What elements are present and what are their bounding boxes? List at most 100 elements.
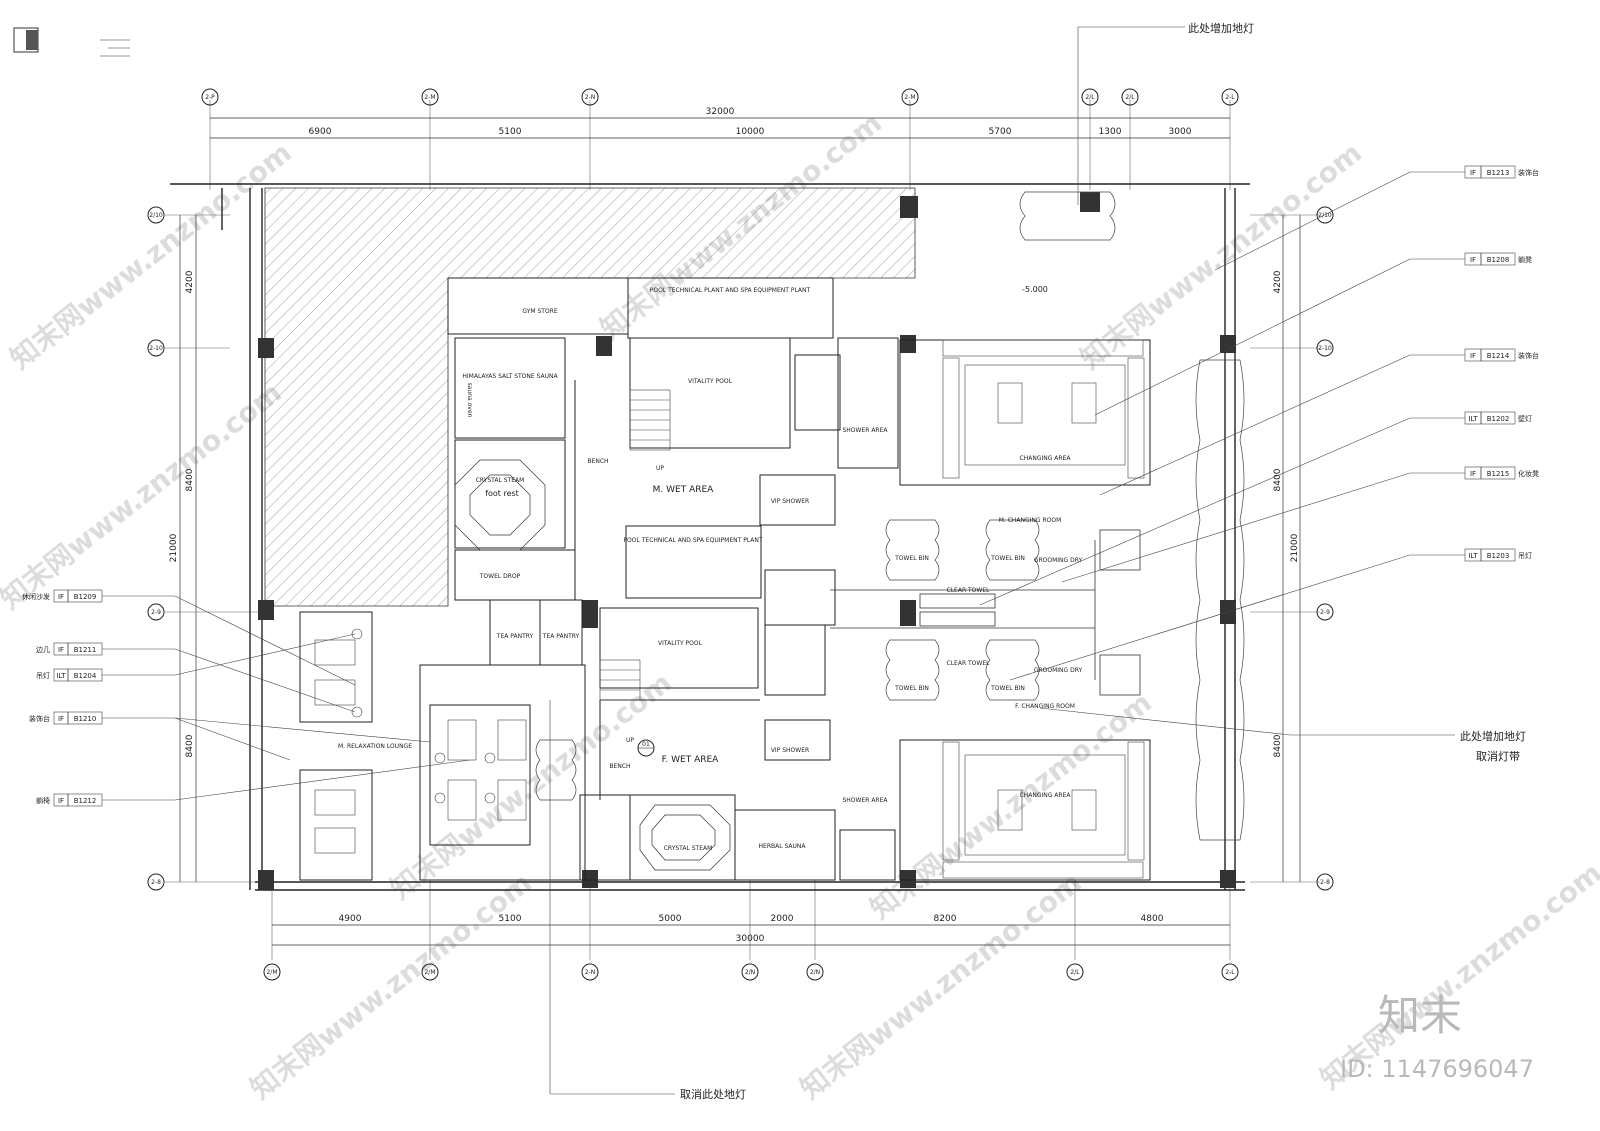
tag-right-label: 壁灯 <box>1518 414 1532 423</box>
room-clear-towel-2: CLEAR TOWEL <box>947 660 991 667</box>
grid-label: 2/10 <box>1318 212 1332 219</box>
room-clear-towel-1: CLEAR TOWEL <box>947 587 991 594</box>
room-vitality-pool-mid: VITALITY POOL <box>658 640 703 647</box>
tag-right-prefix: ILT <box>1468 552 1478 560</box>
dim-top-seg: 6900 <box>309 127 332 137</box>
dim-right-total: 21000 <box>1290 533 1300 562</box>
dim-right-seg: 8400 <box>1273 468 1283 491</box>
watermark-id: ID: 1147696047 <box>1340 1055 1534 1083</box>
watermark-text: 知末网www.znzmo.com <box>384 666 678 906</box>
grid-lines <box>165 100 1320 960</box>
dimensions-left <box>179 215 197 882</box>
label-foot-rest: foot rest <box>485 489 519 498</box>
note-add-floor-light-right: 此处增加地灯 <box>1460 729 1526 743</box>
room-shower-area-1: SHOWER AREA <box>842 427 888 434</box>
label-level: -5.000 <box>1022 285 1048 294</box>
watermark-text: 知末网www.znzmo.com <box>4 136 298 376</box>
tag-right-prefix: ILT <box>1468 415 1478 423</box>
tag-right-label: 吊灯 <box>1518 551 1532 560</box>
label-up-2: UP <box>626 737 634 744</box>
tags-right <box>979 165 1516 681</box>
note-add-floor-light-top: 此处增加地灯 <box>1188 21 1254 35</box>
tag-left-code: B1210 <box>74 715 97 723</box>
tag-right-label: 装饰台 <box>1518 168 1539 177</box>
tag-left-prefix: ILT <box>56 672 66 680</box>
grid-label: 2/N <box>745 969 755 976</box>
grid-label: 2-M <box>904 94 915 101</box>
label-up-1: UP <box>656 465 664 472</box>
grid-label: 2/M <box>424 969 435 976</box>
tag-left-code: B1212 <box>74 797 97 805</box>
tag-right-code: B1213 <box>1487 169 1510 177</box>
stairs <box>599 389 671 701</box>
tag-left-prefix: IF <box>58 646 64 654</box>
dimensions-right <box>1282 215 1301 882</box>
dim-left-seg: 8400 <box>185 734 195 757</box>
tag-left-label: 边几 <box>36 645 50 654</box>
grid-label: 2/10 <box>149 212 163 219</box>
outer-walls <box>170 183 1250 891</box>
grid-bubbles-left: 2/10 2-10 2-9 2-8 <box>147 206 165 891</box>
label-sauna-oven: sauna oven <box>466 383 473 418</box>
corridor <box>830 529 1141 696</box>
dim-right-seg: 4200 <box>1273 270 1283 293</box>
dim-top-seg: 3000 <box>1169 127 1192 137</box>
grid-label: 2/L <box>1085 94 1095 101</box>
title-block-mark <box>13 27 130 57</box>
tag-right-prefix: IF <box>1470 352 1476 360</box>
room-salt-sauna: HIMALAYAS SALT STONE SAUNA <box>462 373 558 380</box>
room-grooming-dry-2: GROOMING DRY <box>1034 667 1083 674</box>
dim-bottom-seg: 4800 <box>1141 914 1164 924</box>
room-m-changing: M. CHANGING ROOM <box>999 517 1062 524</box>
grid-label: 2/L <box>1070 969 1080 976</box>
tag-left-label: 吊灯 <box>36 671 50 680</box>
columns <box>258 192 1236 890</box>
dim-left-seg: 8400 <box>185 468 195 491</box>
grid-label: 2-L <box>1225 969 1235 976</box>
room-gym-store: GYM STORE <box>522 308 557 315</box>
grid-label: 2/N <box>810 969 820 976</box>
room-relaxation-lounge: M. RELAXATION LOUNGE <box>338 743 412 750</box>
note-cancel-light-strip: 取消灯带 <box>1476 749 1520 763</box>
tags-left <box>53 589 471 807</box>
grid-label: 2/L <box>1125 94 1135 101</box>
grid-label: 2/M <box>266 969 277 976</box>
room-crystal-steam-m: CRYSTAL STEAM <box>476 477 525 484</box>
note-leaders <box>549 26 1455 1095</box>
dim-bottom-seg: 4900 <box>339 914 362 924</box>
section-marker: 01 <box>637 739 655 757</box>
tag-left-prefix: IF <box>58 593 64 601</box>
room-grooming-dry-1: GROOMING DRY <box>1034 557 1083 564</box>
tag-right-label: 躺凳 <box>1518 255 1532 264</box>
label-bench-2: BENCH <box>609 763 630 770</box>
tag-right-label: 装饰台 <box>1518 351 1539 360</box>
room-changing-area-2: CHANGING AREA <box>1020 792 1072 799</box>
lounge-chairs <box>314 628 527 854</box>
dim-bottom-seg: 2000 <box>771 914 794 924</box>
grid-label: 2-10 <box>1318 345 1332 352</box>
tag-right-code: B1208 <box>1487 256 1510 264</box>
tag-right-code: B1215 <box>1487 470 1510 478</box>
dim-left-total: 21000 <box>169 533 179 562</box>
grid-bubbles-right: 2/10 2-10 2-9 2-8 <box>1316 206 1334 891</box>
room-f-wet-area: F. WET AREA <box>662 755 719 765</box>
grid-label: 2-10 <box>149 345 163 352</box>
room-changing-area-1: CHANGING AREA <box>1020 455 1072 462</box>
room-towel-bin-1: TOWEL BIN <box>894 555 929 562</box>
room-pool-plant-top: POOL TECHNICAL PLANT AND SPA EQUIPMENT P… <box>650 287 811 294</box>
dim-left-seg: 4200 <box>185 270 195 293</box>
tag-left-prefix: IF <box>58 715 64 723</box>
tag-left-label: 装饰台 <box>29 714 50 723</box>
dim-top-seg: 5700 <box>989 127 1012 137</box>
room-tea-pantry-1: TEA PANTRY <box>496 633 534 640</box>
hatched-void <box>264 187 916 607</box>
tag-right-code: B1214 <box>1487 352 1510 360</box>
room-vip-shower-2: VIP SHOWER <box>771 747 809 754</box>
grid-label: 2-9 <box>151 609 161 616</box>
grid-label: 2-M <box>424 94 435 101</box>
tag-left-code: B1209 <box>74 593 97 601</box>
watermark-text: 知末网www.znzmo.com <box>0 376 288 616</box>
room-towel-bin-3: TOWEL BIN <box>894 685 929 692</box>
dim-bottom-seg: 5000 <box>659 914 682 924</box>
